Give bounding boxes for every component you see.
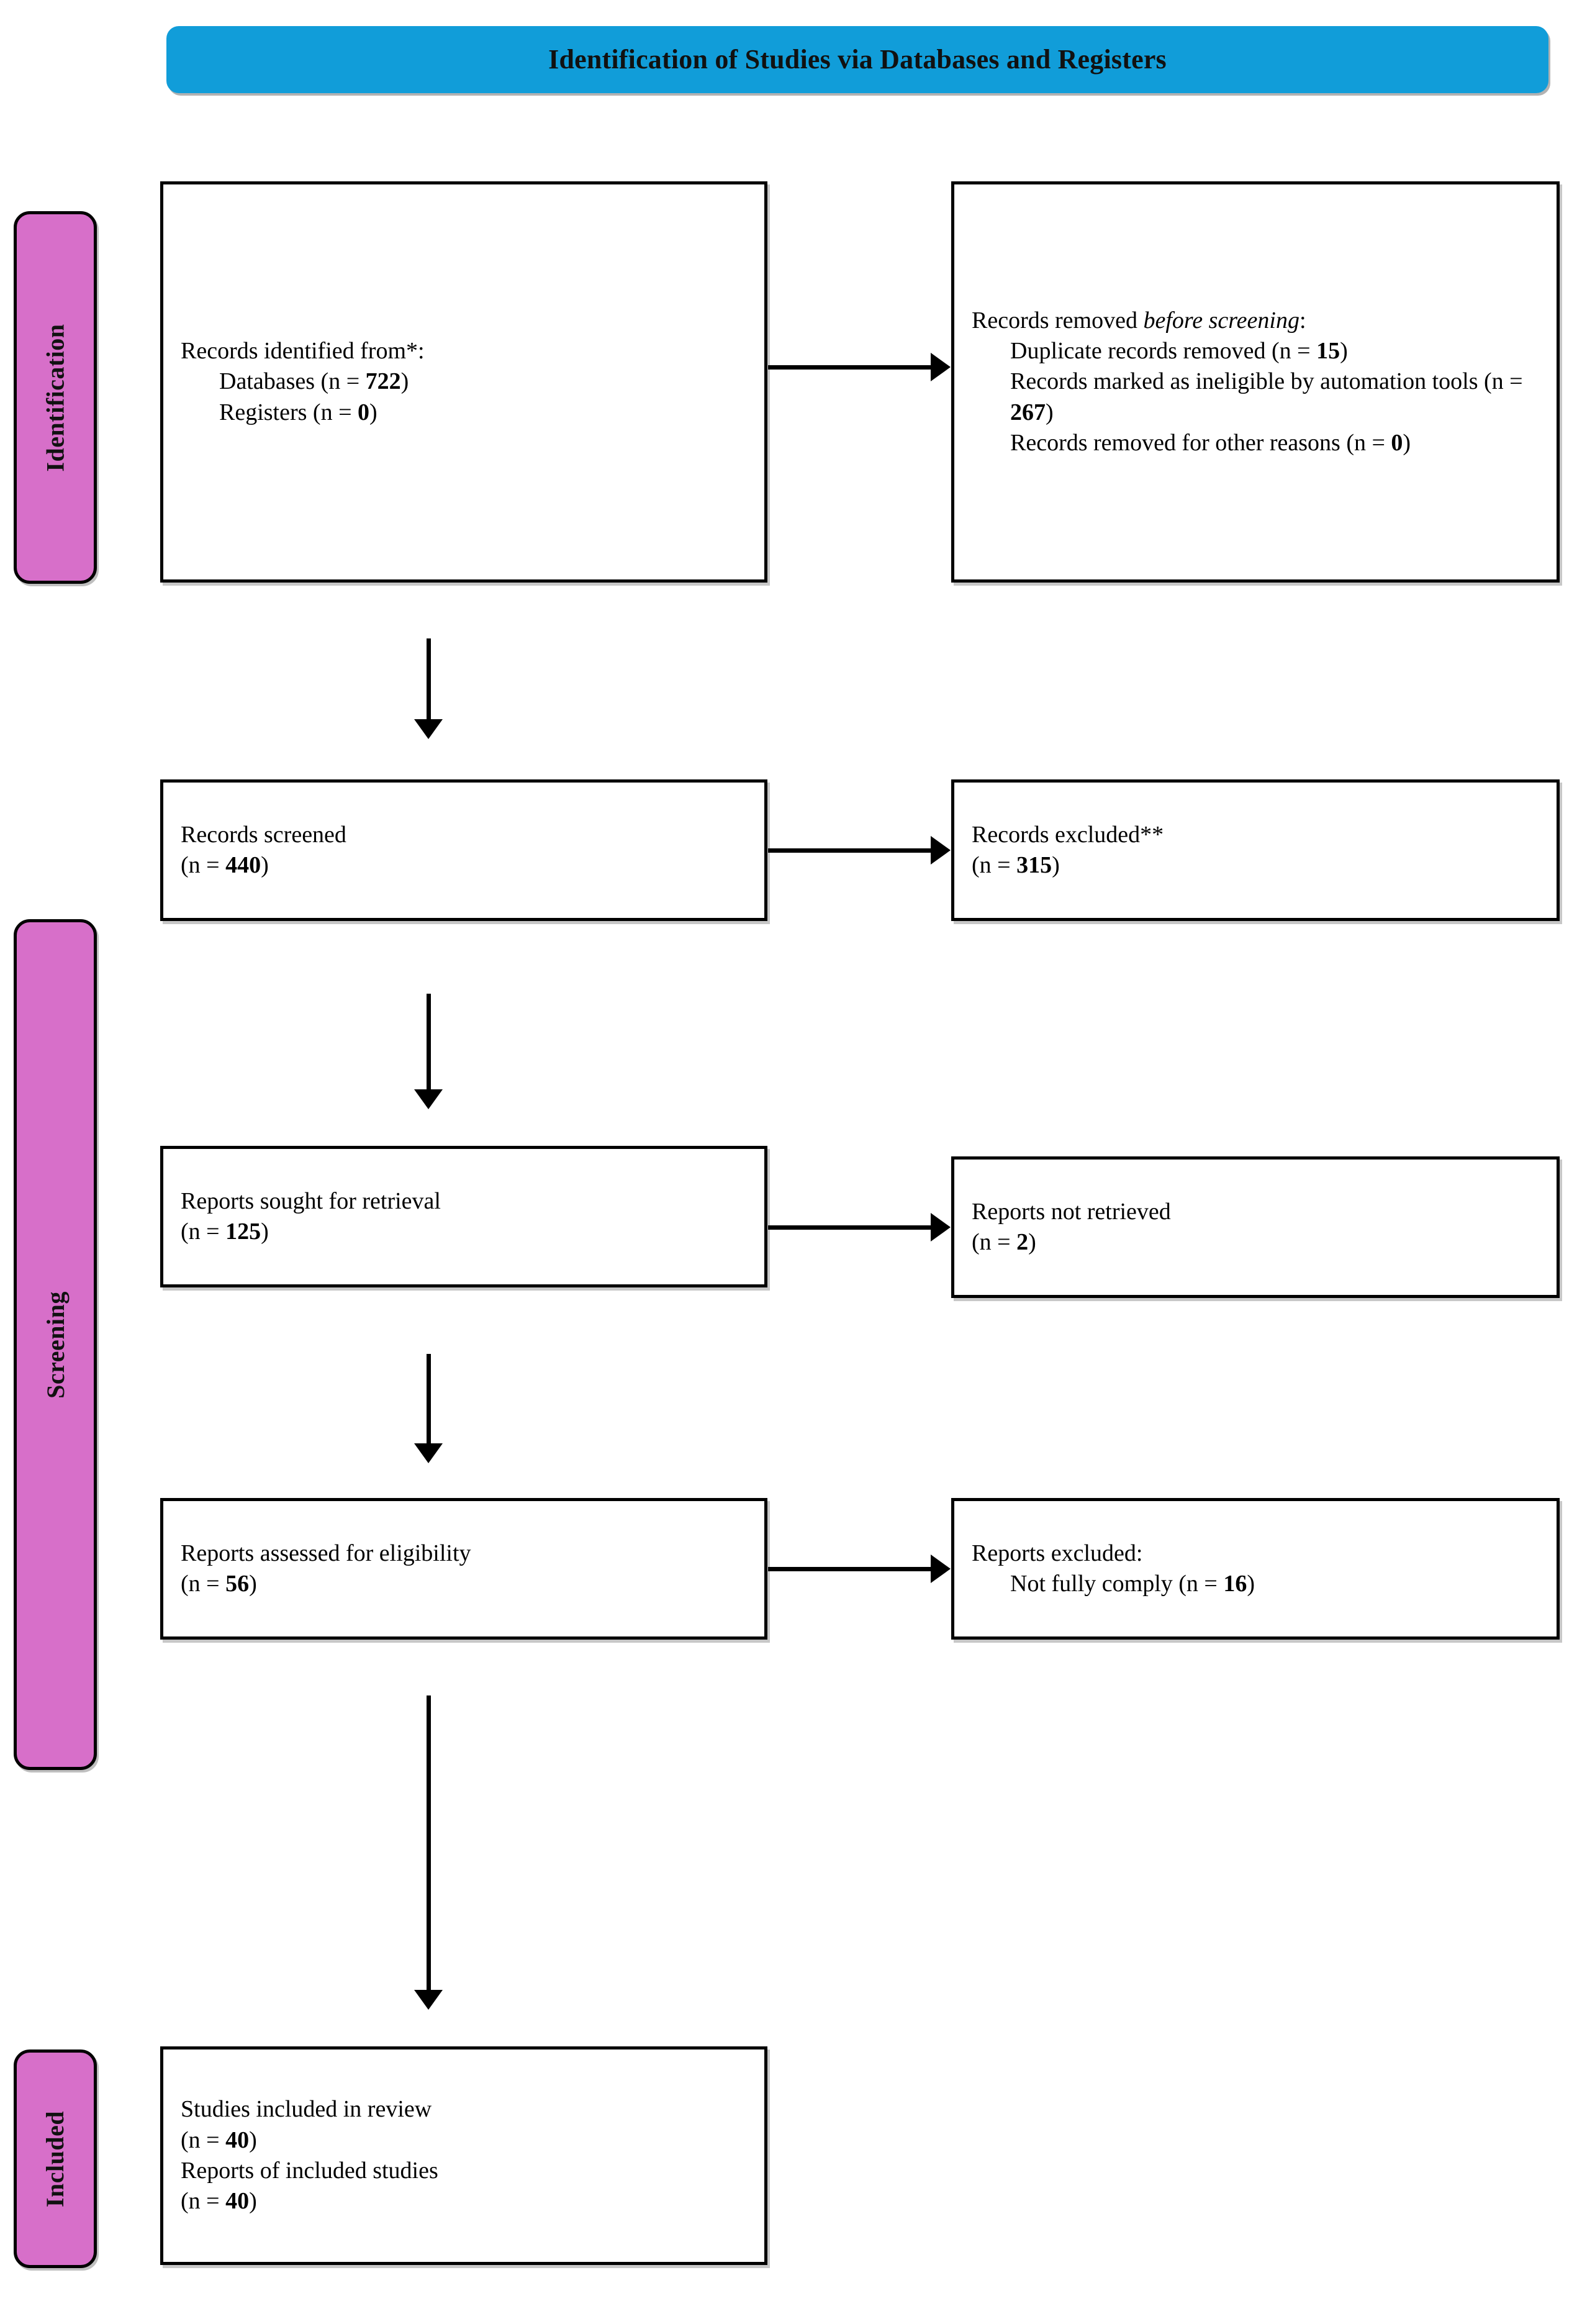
arrow-shaft: [427, 1695, 431, 1992]
reports-excluded-reason: Not fully comply (n = 16): [1010, 1571, 1255, 1597]
arrow-head-icon: [414, 1443, 443, 1463]
diagram-header-banner: Identification of Studies via Databases …: [166, 26, 1548, 93]
arrow-head-icon: [931, 353, 951, 381]
phase-bar-identification: Identification: [14, 211, 97, 584]
phase-bar-screening: Screening: [14, 919, 97, 1770]
page-title: Identification of Studies via Databases …: [548, 43, 1167, 75]
box-studies-included: Studies included in review (n = 40) Repo…: [160, 2046, 767, 2265]
arrow-shaft: [768, 1567, 934, 1571]
reports-assessed-count: (n = 56): [181, 1571, 257, 1597]
arrow-screened-to-excluded: [768, 831, 954, 869]
records-screened-label: Records screened: [181, 821, 346, 848]
phase-label-included: Included: [41, 2110, 70, 2207]
box-records-screened: Records screened (n = 440): [160, 779, 767, 921]
phase-bar-included: Included: [14, 2049, 97, 2268]
records-identified-registers: Registers (n = 0): [219, 399, 377, 425]
records-excluded-count: (n = 315): [972, 852, 1060, 878]
arrow-shaft: [427, 994, 431, 1092]
arrow-head-icon: [414, 719, 443, 739]
phase-label-identification: Identification: [41, 323, 70, 472]
arrow-shaft: [427, 1354, 431, 1446]
arrow-shaft: [768, 848, 934, 853]
records-removed-automation: Records marked as ineligible by automati…: [1010, 368, 1523, 425]
box-reports-not-retrieved: Reports not retrieved (n = 2): [951, 1156, 1560, 1298]
reports-included-count: (n = 40): [181, 2188, 257, 2215]
reports-not-retrieved-label: Reports not retrieved: [972, 1198, 1171, 1225]
records-removed-other: Records removed for other reasons (n = 0…: [1010, 430, 1411, 456]
records-identified-heading: Records identified from*:: [181, 337, 425, 364]
box-records-excluded: Records excluded** (n = 315): [951, 779, 1560, 921]
records-identified-databases: Databases (n = 722): [219, 368, 409, 395]
reports-included-label: Reports of included studies: [181, 2158, 438, 2184]
records-screened-count: (n = 440): [181, 852, 269, 878]
arrow-assessed-to-reports-excluded: [768, 1550, 954, 1588]
arrow-identified-to-removed: [768, 348, 954, 386]
arrow-sought-to-not-retrieved: [768, 1208, 954, 1246]
box-reports-assessed-for-eligibility: Reports assessed for eligibility (n = 56…: [160, 1498, 767, 1640]
arrow-sought-to-assessed: [407, 1354, 450, 1466]
phase-label-screening: Screening: [41, 1291, 70, 1399]
studies-included-label: Studies included in review: [181, 2096, 432, 2123]
reports-assessed-label: Reports assessed for eligibility: [181, 1540, 471, 1566]
box-records-removed-before-screening: Records removed before screening: Duplic…: [951, 181, 1560, 583]
box-reports-sought-for-retrieval: Reports sought for retrieval (n = 125): [160, 1146, 767, 1287]
studies-included-count: (n = 40): [181, 2127, 257, 2153]
arrow-assessed-to-included: [407, 1695, 450, 2012]
records-removed-heading: Records removed before screening:: [972, 307, 1306, 334]
box-reports-excluded: Reports excluded: Not fully comply (n = …: [951, 1498, 1560, 1640]
box-records-identified: Records identified from*: Databases (n =…: [160, 181, 767, 583]
reports-not-retrieved-count: (n = 2): [972, 1229, 1036, 1255]
arrow-shaft: [768, 365, 934, 370]
arrow-identified-to-screened: [407, 638, 450, 742]
arrow-shaft: [427, 638, 431, 722]
arrow-head-icon: [414, 1990, 443, 2010]
arrow-shaft: [768, 1225, 934, 1230]
records-removed-duplicates: Duplicate records removed (n = 15): [1010, 337, 1348, 364]
arrow-head-icon: [931, 836, 951, 865]
arrow-head-icon: [414, 1089, 443, 1109]
reports-sought-count: (n = 125): [181, 1219, 269, 1245]
reports-sought-label: Reports sought for retrieval: [181, 1187, 441, 1214]
arrow-screened-to-sought: [407, 994, 450, 1112]
reports-excluded-label: Reports excluded:: [972, 1540, 1143, 1566]
records-excluded-label: Records excluded**: [972, 821, 1164, 848]
arrow-head-icon: [931, 1555, 951, 1583]
arrow-head-icon: [931, 1213, 951, 1241]
